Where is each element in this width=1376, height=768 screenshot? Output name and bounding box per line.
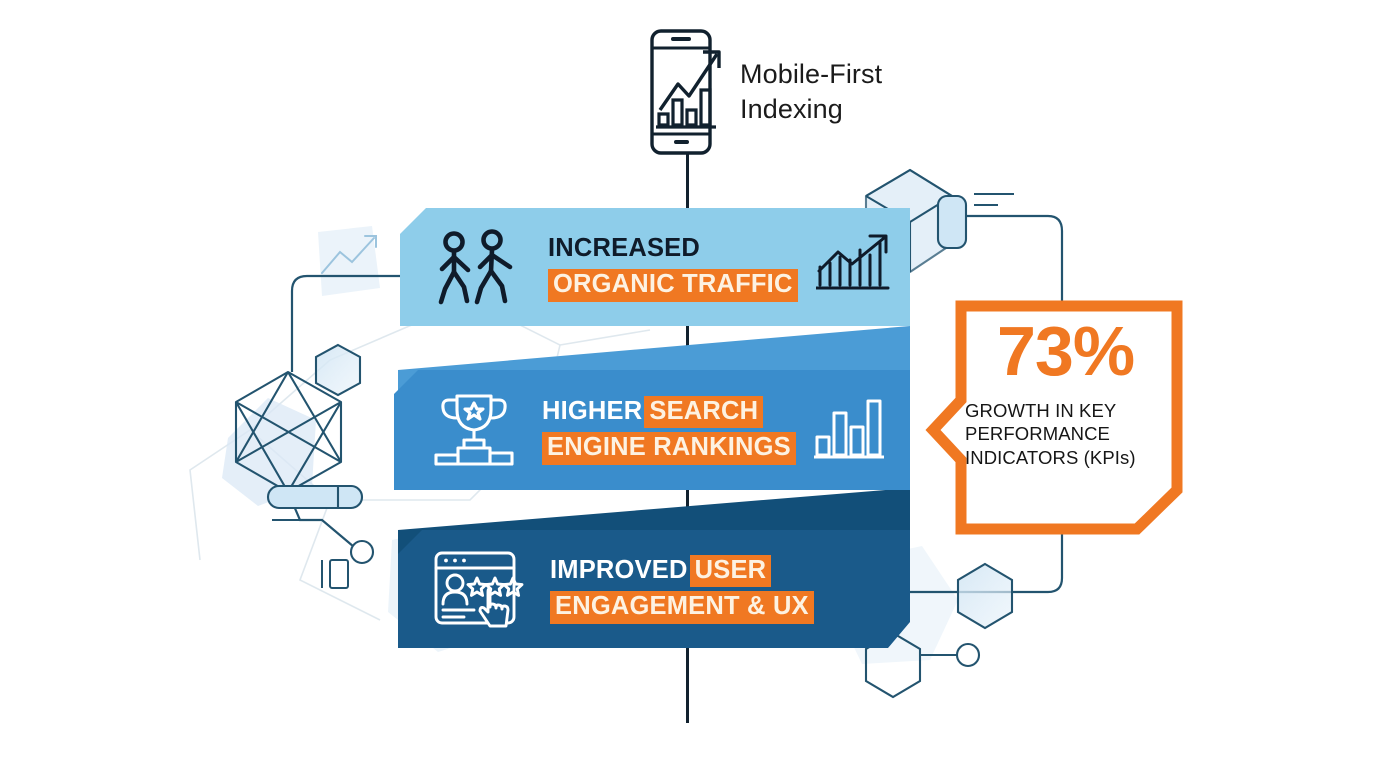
cube-lines xyxy=(974,192,1014,207)
banner-1-line-2: ORGANIC TRAFFIC xyxy=(548,269,798,302)
banner-2-word-3: ENGINE RANKINGS xyxy=(542,432,796,465)
line-chart-growth-icon xyxy=(815,234,890,290)
cube-tag xyxy=(936,194,968,250)
banner-1-word-2: ORGANIC TRAFFIC xyxy=(548,269,798,302)
user-review-stars-cursor-icon xyxy=(434,551,524,628)
callout-stat: 73% xyxy=(997,312,1135,390)
callout-description: GROWTH IN KEY PERFORMANCE INDICATORS (KP… xyxy=(965,399,1136,468)
small-circle-node xyxy=(349,539,375,565)
mini-rect-icon xyxy=(321,559,349,589)
banner-2-word-2: SEARCH xyxy=(644,395,764,428)
mobile-chart-growth-icon xyxy=(650,29,721,155)
hexagon-outline-right xyxy=(956,562,1014,630)
page-title: Mobile-First Indexing xyxy=(740,59,883,124)
banner-3-line-2: ENGAGEMENT & UX xyxy=(550,591,814,624)
banner-1-line-1: INCREASED xyxy=(548,233,798,266)
callout-arrow-shape xyxy=(925,300,1183,535)
banner-1-text: INCREASED ORGANIC TRAFFIC xyxy=(548,233,798,302)
walking-people-icon xyxy=(438,229,513,305)
kpi-callout[interactable]: 73% GROWTH IN KEY PERFORMANCE INDICATORS… xyxy=(925,300,1187,535)
mini-growth-arrow-icon xyxy=(321,235,377,274)
header: Mobile-First Indexing xyxy=(648,28,882,156)
pill-capsule-cap xyxy=(272,486,340,522)
trophy-podium-icon xyxy=(434,394,514,466)
bar-chart-icon xyxy=(813,399,884,459)
hexagon-outline-lower-right xyxy=(864,631,922,699)
banner-2-word-1: HIGHER xyxy=(542,396,643,425)
banner-1-word-1: INCREASED xyxy=(548,233,700,262)
banner-3-word-2: USER xyxy=(689,554,772,587)
banner-increased-organic-traffic[interactable]: INCREASED ORGANIC TRAFFIC xyxy=(400,208,910,326)
banner-3-word-3: ENGAGEMENT & UX xyxy=(550,591,814,624)
banner-3-word-1: IMPROVED xyxy=(550,555,688,584)
hexagon-outline-small xyxy=(314,343,362,397)
banner-2-line-2: ENGINE RANKINGS xyxy=(542,432,796,465)
